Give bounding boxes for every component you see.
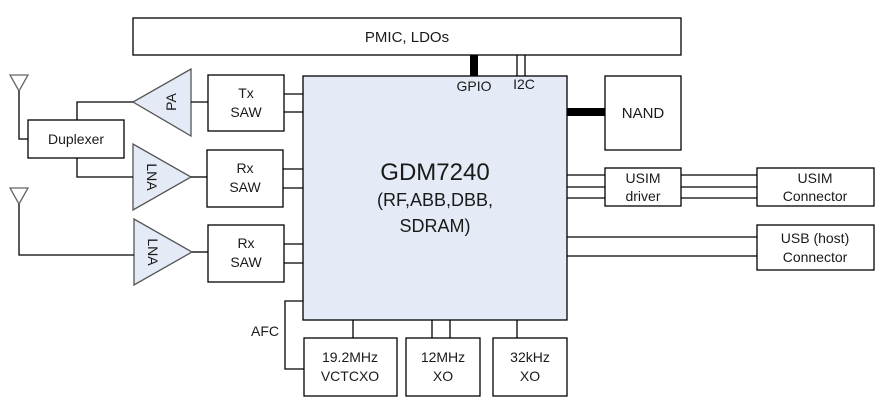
usim-driver-block: USIM driver	[604, 167, 682, 207]
duplexer-to-pa	[76, 101, 133, 120]
tx-saw-label-2: SAW	[230, 104, 262, 120]
pa-amplifier: PA	[131, 67, 208, 138]
afc-label: AFC	[251, 323, 279, 339]
i2c-label: I2C	[513, 76, 535, 92]
usim-connector-block: USIM Connector	[756, 167, 875, 207]
vctcxo-label-1: 19.2MHz	[322, 349, 378, 365]
lna-1-amplifier: LNA	[132, 142, 207, 212]
rx-saw-2-label-2: SAW	[230, 254, 262, 270]
chip-name: GDM7240	[380, 159, 489, 186]
antenna-2-icon	[8, 187, 134, 256]
usim-driver-label-1: USIM	[626, 170, 661, 186]
rx-saw-1-label-2: SAW	[229, 179, 261, 195]
usb-connector-label-2: Connector	[783, 249, 848, 265]
lna-2-label: LNA	[145, 238, 161, 266]
duplexer-to-lna-1	[76, 158, 133, 178]
usim-connector-label-2: Connector	[783, 188, 848, 204]
xo-12mhz-label-2: XO	[433, 368, 453, 384]
chip-subtitle-1: (RF,ABB,DBB,	[377, 190, 493, 210]
xo-32khz-label-2: XO	[520, 368, 540, 384]
gpio-label: GPIO	[456, 78, 491, 94]
rx-saw-1-label-1: Rx	[236, 160, 253, 176]
gdm7240-chip: GDM7240 (RF,ABB,DBB, SDRAM) GPIO I2C	[302, 75, 568, 321]
nand-label: NAND	[622, 105, 665, 122]
usim-connector-label-1: USIM	[798, 170, 833, 186]
vctcxo-label-2: VCTCXO	[321, 368, 379, 384]
afc-line	[284, 300, 304, 370]
xo-32khz-block: 32kHz XO	[492, 337, 568, 397]
lna-1-label: LNA	[144, 163, 160, 191]
rx-saw-1-block: Rx SAW	[206, 149, 284, 208]
duplexer-label: Duplexer	[48, 131, 104, 147]
xo-12mhz-label-1: 12MHz	[421, 349, 465, 365]
pmic-block: PMIC, LDOs	[132, 17, 682, 56]
vctcxo-block: 19.2MHz VCTCXO	[303, 337, 398, 397]
duplexer-block: Duplexer	[27, 119, 125, 159]
xo-12mhz-block: 12MHz XO	[405, 337, 481, 397]
nand-block: NAND	[604, 75, 682, 151]
pa-label: PA	[163, 93, 179, 111]
usb-connector-label-1: USB (host)	[781, 230, 849, 246]
lna-2-amplifier: LNA	[133, 217, 208, 287]
xo-32khz-label-1: 32kHz	[510, 349, 550, 365]
tx-saw-block: Tx SAW	[207, 74, 285, 132]
chip-subtitle-2: SDRAM)	[400, 216, 471, 236]
pmic-label: PMIC, LDOs	[365, 29, 449, 46]
tx-saw-label-1: Tx	[238, 85, 254, 101]
antenna-1-icon	[8, 74, 30, 140]
usim-driver-label-2: driver	[625, 188, 660, 204]
rx-saw-2-label-1: Rx	[237, 235, 254, 251]
rx-saw-2-block: Rx SAW	[207, 224, 285, 283]
usb-connector-block: USB (host) Connector	[756, 224, 875, 271]
